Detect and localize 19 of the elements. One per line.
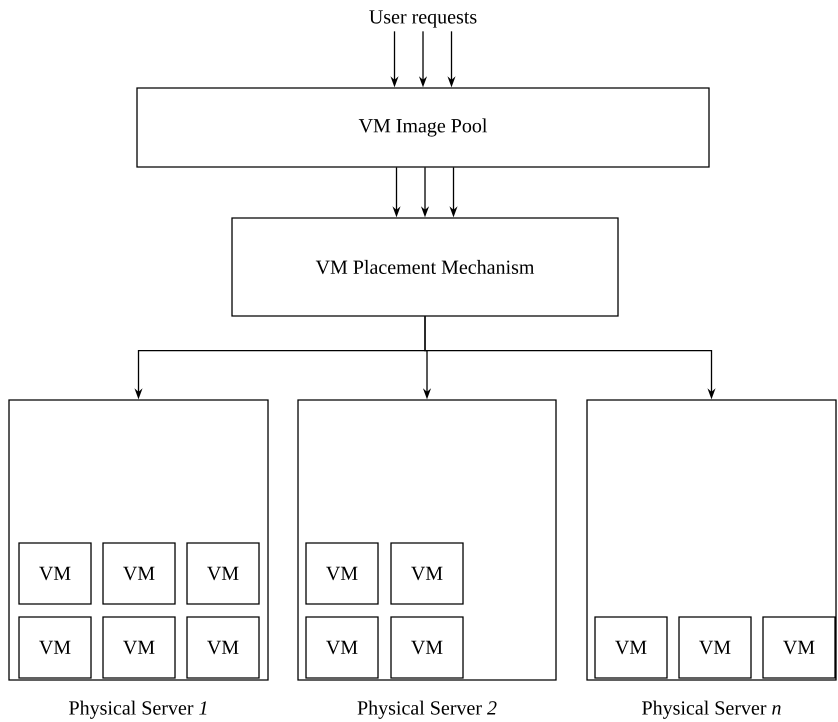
vm-box: VM: [762, 616, 836, 679]
vm-box: VM: [186, 616, 260, 679]
vm-box: VM: [18, 616, 92, 679]
vm-box: VM: [390, 542, 464, 605]
vm-box: VM: [305, 542, 379, 605]
node-label: Physical Server 2: [358, 700, 497, 719]
input-label: User requests: [369, 10, 476, 28]
vm-box: VM: [18, 542, 92, 605]
process-box: VM Image Pool: [136, 87, 710, 168]
vm-box: VM: [305, 616, 379, 679]
vm-box: VM: [594, 616, 668, 679]
vm-box: VM: [678, 616, 752, 679]
process-box: VM Placement Mechanism: [231, 217, 619, 317]
node-label: Physical Server 1: [69, 700, 206, 719]
vm-box: VM: [102, 542, 176, 605]
node-label: Physical Server n: [642, 700, 781, 719]
vm-box: VM: [102, 616, 176, 679]
vm-box: VM: [390, 616, 464, 679]
vm-box: VM: [186, 542, 260, 605]
